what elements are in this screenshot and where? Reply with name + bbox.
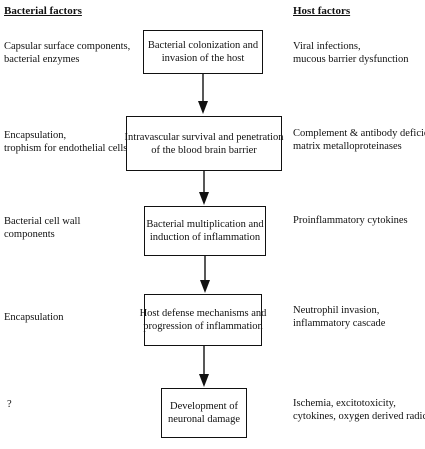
step-box-blood-brain-barrier: Intravascular survival and penetration o… xyxy=(125,116,283,171)
host-factor-5: Ischemia, excitotoxicity, cytokines, oxy… xyxy=(293,398,425,422)
step-box-host-defense: Host defense mechanisms and progression … xyxy=(140,294,266,346)
bacterial-factor-3: Bacterial cell wall components xyxy=(4,216,81,240)
step-box-neuronal-damage: Development of neuronal damage xyxy=(161,388,247,438)
host-factor-1: Viral infections, mucous barrier dysfunc… xyxy=(293,41,409,65)
arrow-1-to-2-head xyxy=(198,101,208,114)
bacterial-factors-heading: Bacterial factors xyxy=(4,5,82,17)
step-box-colonization: Bacterial colonization and invasion of t… xyxy=(143,30,263,74)
bacterial-factor-5: ? xyxy=(7,399,12,410)
bacterial-factor-1: Capsular surface components, bacterial e… xyxy=(4,41,131,65)
arrow-3-to-4-head xyxy=(200,280,210,293)
host-factor-3: Proinflammatory cytokines xyxy=(293,215,408,226)
bacterial-factor-2: Encapsulation, trophism for endothelial … xyxy=(4,130,128,154)
arrow-2-to-3-head xyxy=(199,192,209,205)
host-factor-2: Complement & antibody deficiency, matrix… xyxy=(293,128,425,152)
host-factors-heading: Host factors xyxy=(293,5,351,17)
bacterial-factor-4: Encapsulation xyxy=(4,312,64,323)
arrow-4-to-5-head xyxy=(199,374,209,387)
step-box-multiplication: Bacterial multiplication and induction o… xyxy=(144,206,266,256)
host-factor-4: Neutrophil invasion, inflammatory cascad… xyxy=(293,305,386,329)
